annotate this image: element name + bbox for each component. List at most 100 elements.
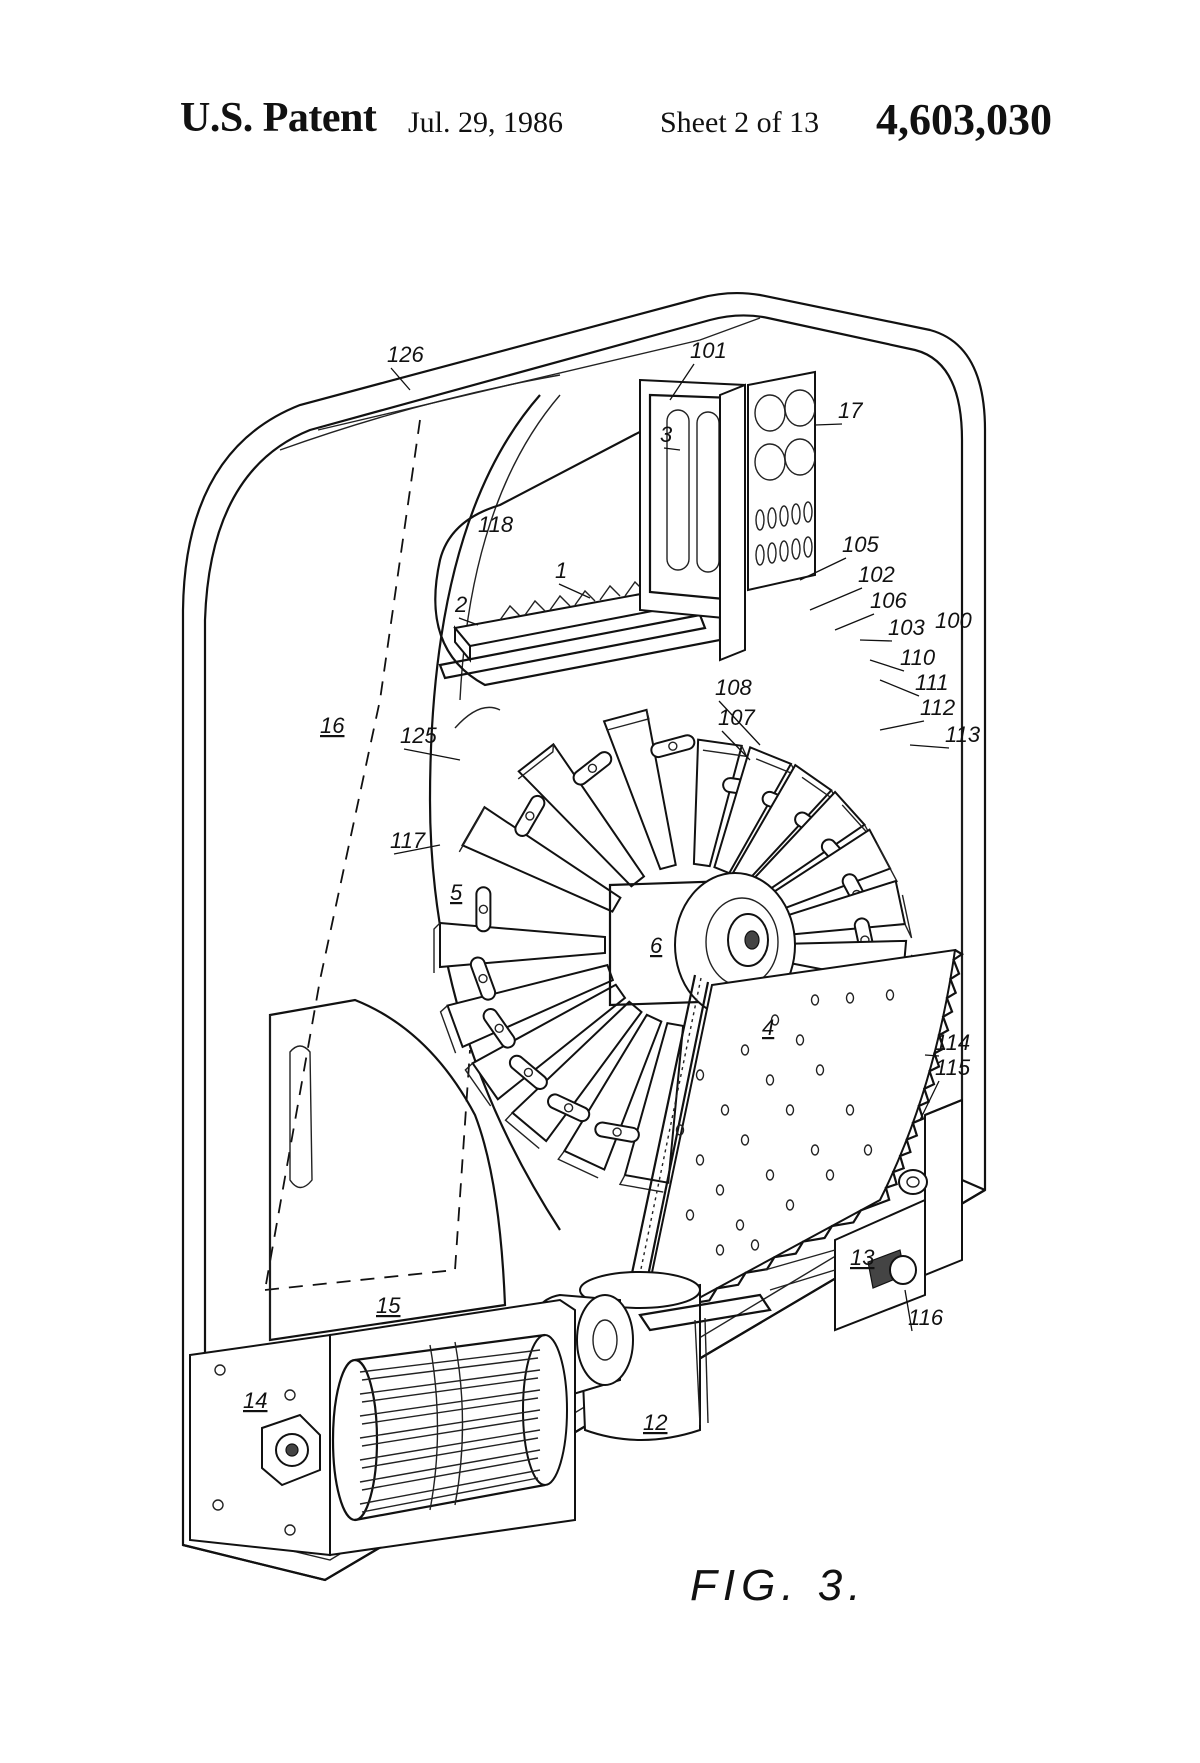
- ref-label-108: 108: [715, 675, 752, 700]
- leader-line-3: [663, 447, 681, 451]
- ref-label-12: 12: [643, 1410, 667, 1435]
- fan-slat-edge: [361, 1457, 539, 1491]
- ref-label-3: 3: [660, 422, 673, 447]
- patent-date: Jul. 29, 1986: [408, 106, 564, 139]
- bracket-13: [764, 1098, 963, 1332]
- patent-header: U.S. Patent Jul. 29, 1986 Sheet 2 of 13 …: [0, 88, 1200, 158]
- ref-label-116: 116: [908, 1305, 944, 1330]
- leader-line-101: [669, 363, 695, 401]
- gear-sector-4: [638, 948, 965, 1333]
- ref-label-13: 13: [850, 1245, 875, 1270]
- plate-hole: [863, 1144, 873, 1156]
- ref-label-4: 4: [762, 1015, 774, 1040]
- plate-hole: [715, 1184, 725, 1196]
- fan-slat-edge: [361, 1437, 539, 1469]
- ref-label-110: 110: [900, 645, 936, 670]
- fan-slat: [359, 1349, 541, 1373]
- leader-line-108: [718, 700, 761, 746]
- plate-hole: [810, 1144, 820, 1156]
- magazine-compartment: [464, 983, 627, 1107]
- leader-line-106: [834, 613, 875, 631]
- leader-line-126: [390, 367, 411, 391]
- leader-line-103: [859, 639, 893, 642]
- ref-label-105: 105: [842, 532, 879, 557]
- fan-slat-edge: [361, 1397, 539, 1425]
- fan-slat-edge: [361, 1477, 539, 1513]
- leader-line-105: [799, 557, 847, 581]
- plate-hole: [785, 1104, 795, 1116]
- patent-number: 4,603,030: [876, 95, 1052, 144]
- blower-14: [189, 1298, 576, 1557]
- ref-label-6: 6: [650, 933, 663, 958]
- plate-hole: [825, 1169, 835, 1181]
- fan-slat-edge: [361, 1357, 539, 1381]
- ref-label-112: 112: [920, 695, 955, 720]
- plate-hole: [715, 1244, 725, 1256]
- plate-hole: [740, 1134, 750, 1146]
- leader-line-116: [904, 1289, 913, 1332]
- ref-label-106: 106: [870, 588, 907, 613]
- plate-hole: [845, 992, 855, 1004]
- plate-hole: [675, 1124, 685, 1136]
- magazine-compartment: [433, 886, 606, 973]
- fan-slat-edge: [361, 1417, 539, 1447]
- magazine-compartment: [594, 1021, 685, 1193]
- ref-label-114: 114: [935, 1030, 970, 1055]
- plate-hole: [795, 1034, 805, 1046]
- plate-hole: [695, 1154, 705, 1166]
- ref-label-16: 16: [320, 713, 345, 738]
- ref-label-100: 100: [935, 608, 972, 633]
- side-panel-16: [264, 374, 561, 1291]
- ref-label-17: 17: [838, 398, 863, 423]
- plate-hole: [885, 989, 895, 1001]
- plate-hole: [740, 1044, 750, 1056]
- ref-label-2: 2: [454, 592, 467, 617]
- figure-caption: FIG. 3.: [690, 1561, 866, 1610]
- ref-label-15: 15: [376, 1293, 401, 1318]
- leader-line-117: [393, 844, 441, 855]
- magazine-compartment: [517, 742, 646, 888]
- fan-slat: [359, 1409, 541, 1439]
- plate-hole: [770, 1014, 780, 1026]
- lower-box-15: [268, 998, 507, 1342]
- leader-line-113: [909, 744, 950, 749]
- plate-hole: [765, 1074, 775, 1086]
- leader-line-2: [458, 617, 479, 626]
- leader-line-112: [879, 720, 925, 731]
- fan-slat: [359, 1449, 541, 1483]
- plate-hole: [810, 994, 820, 1006]
- leader-line-107: [721, 730, 751, 761]
- ref-label-113: 113: [945, 722, 981, 747]
- fan-slat: [359, 1469, 541, 1505]
- plate-hole: [815, 1064, 825, 1076]
- ref-label-125: 125: [400, 723, 437, 748]
- ref-label-1: 1: [555, 558, 567, 583]
- plate-hole: [685, 1209, 695, 1221]
- ref-label-14: 14: [243, 1388, 267, 1413]
- fan-slat: [359, 1389, 541, 1417]
- fan-slat: [359, 1429, 541, 1461]
- cassette-tower-3: [639, 378, 746, 662]
- leader-line-102: [809, 587, 863, 611]
- plate-hole: [735, 1219, 745, 1231]
- ref-label-102: 102: [858, 562, 895, 587]
- magazine-compartment: [458, 794, 622, 913]
- ref-label-111: 111: [915, 670, 948, 695]
- ref-label-115: 115: [935, 1055, 971, 1080]
- sheet-number: Sheet 2 of 13: [660, 106, 820, 139]
- plate-hole: [750, 1239, 760, 1251]
- patent-title: U.S. Patent: [180, 95, 377, 141]
- ref-label-107: 107: [718, 705, 755, 730]
- fan-slat: [359, 1369, 541, 1395]
- leader-line-1: [558, 583, 591, 599]
- plate-hole: [845, 1104, 855, 1116]
- plate-hole: [785, 1199, 795, 1211]
- leader-line-125: [403, 748, 461, 761]
- fan-slats: [359, 1349, 541, 1513]
- fan-slat-edge: [361, 1377, 539, 1403]
- magazine-compartment: [602, 708, 696, 871]
- magazine-compartment: [547, 1013, 663, 1179]
- leader-line-114: [924, 1054, 940, 1057]
- leader-line-110: [869, 659, 905, 672]
